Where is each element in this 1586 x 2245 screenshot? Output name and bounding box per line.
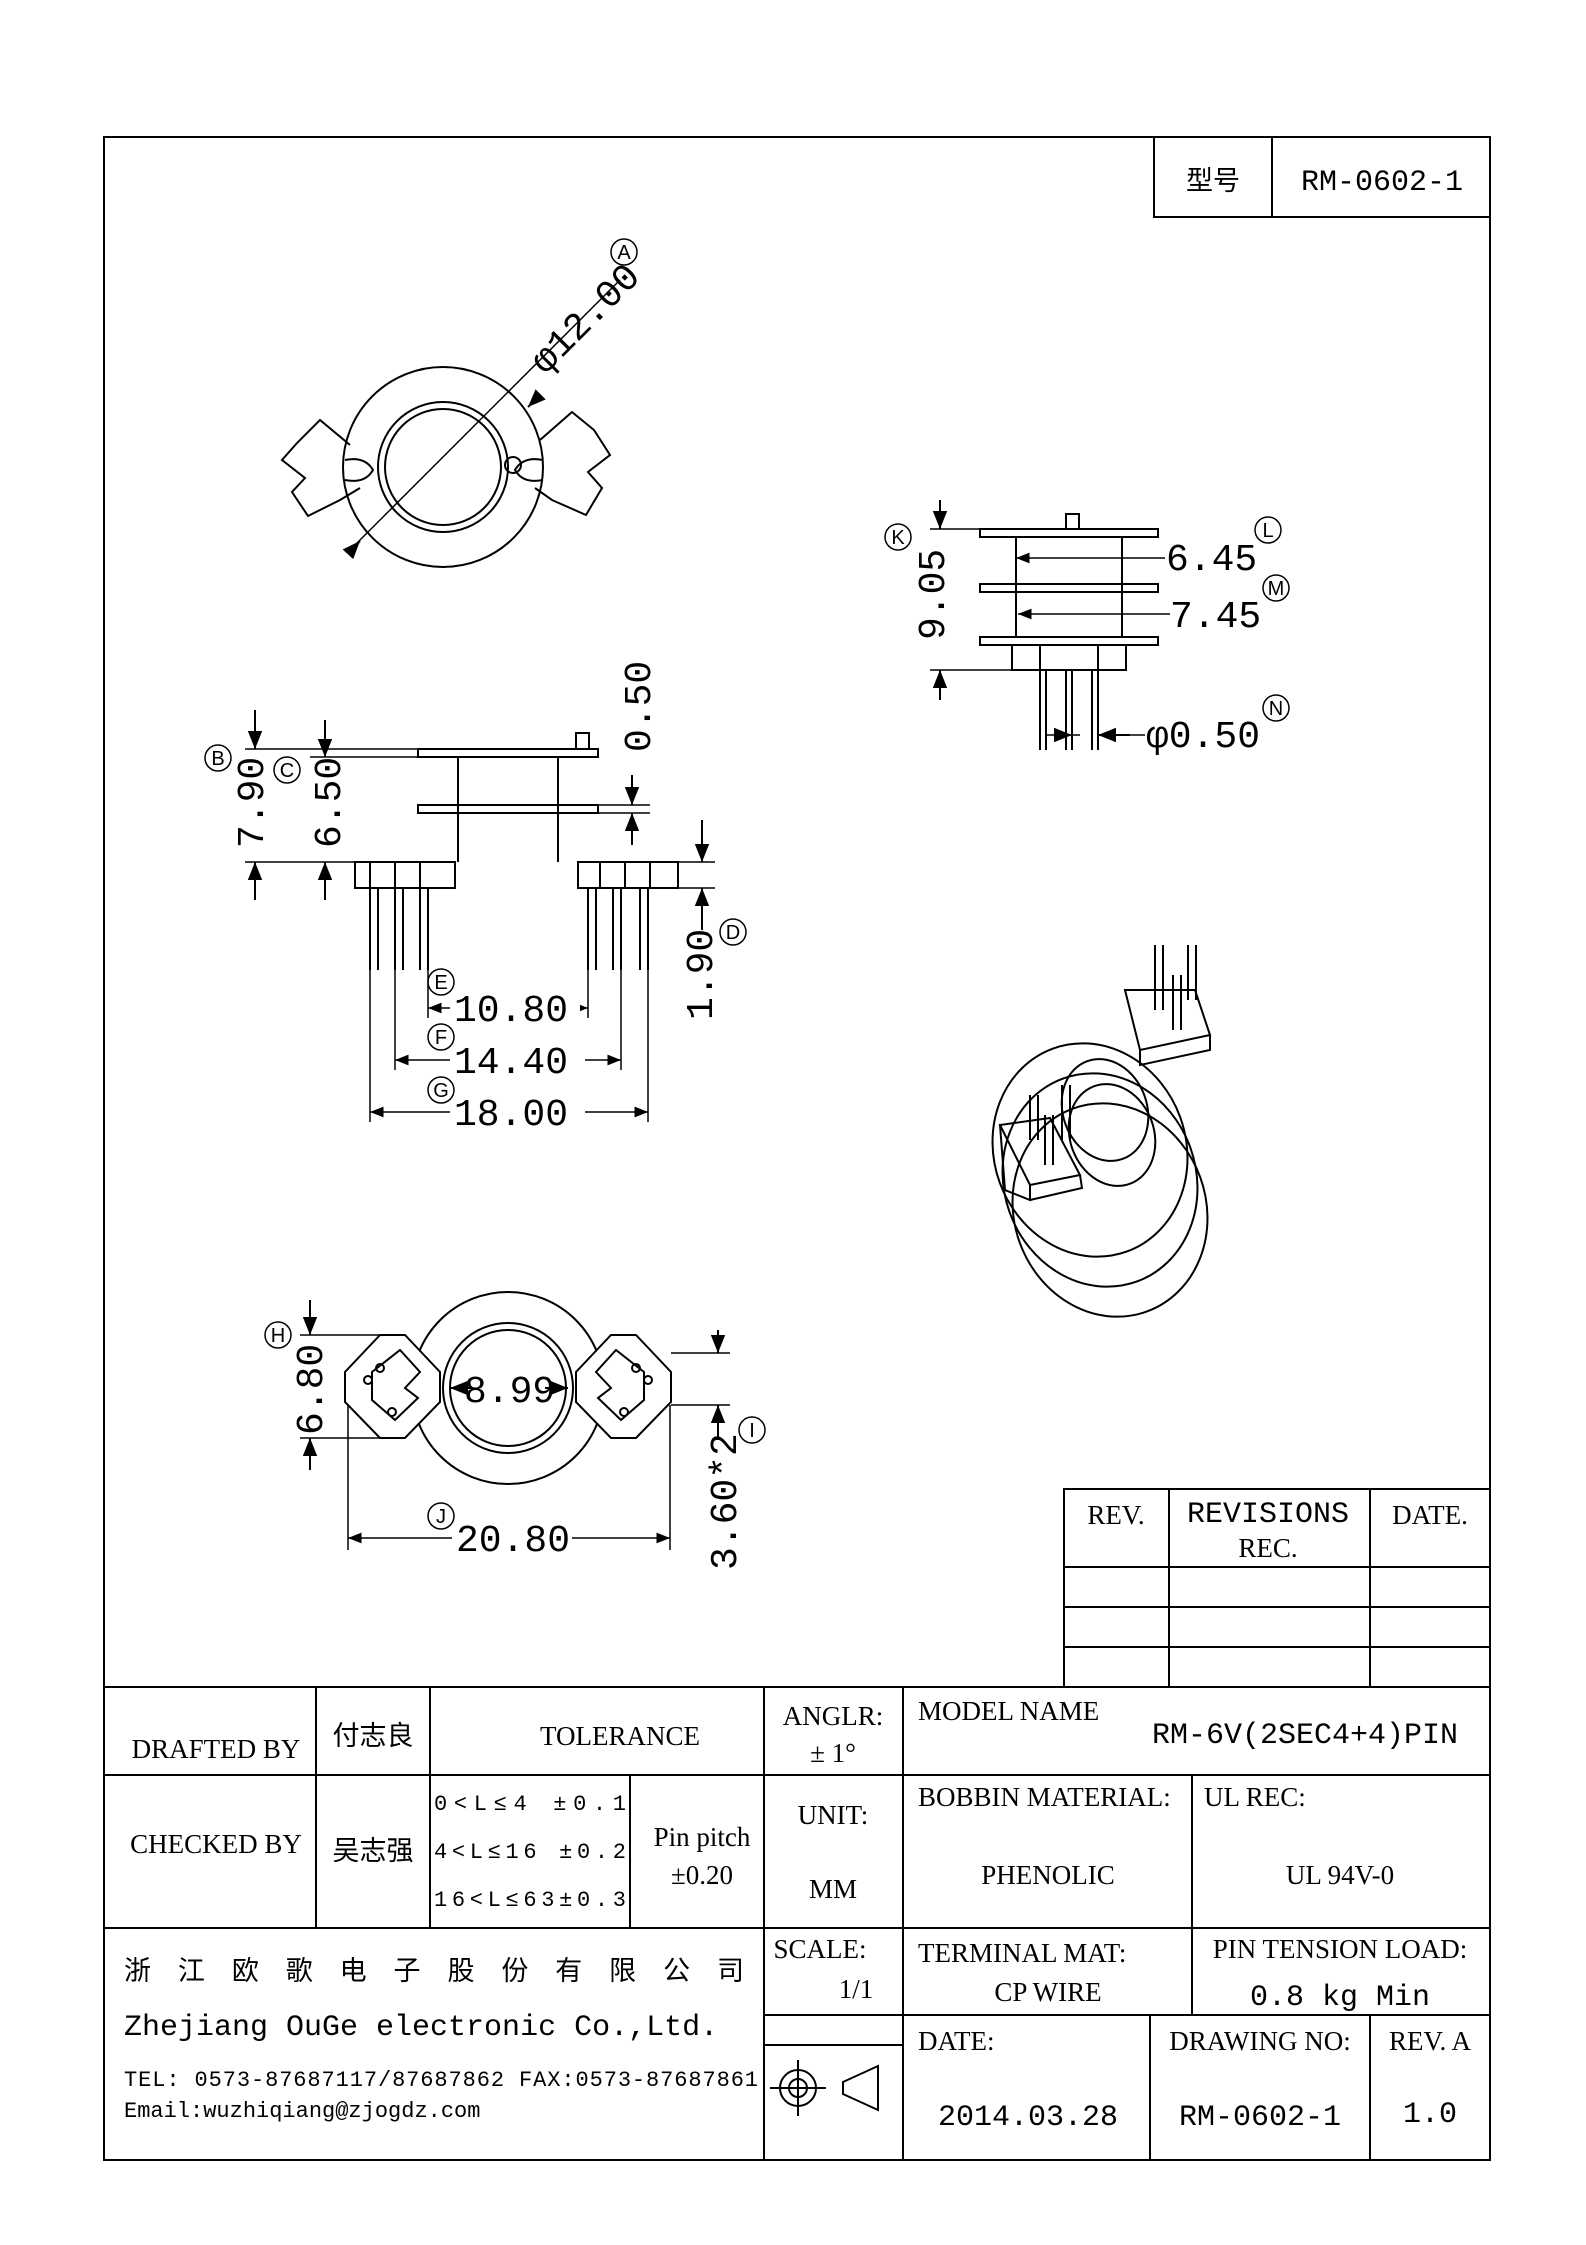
dim-top-diameter: φ12.00 <box>523 256 650 383</box>
drawing-frame <box>103 136 1491 2161</box>
svg-text:D: D <box>726 922 740 944</box>
dim-bottom-inner: 8.99 <box>464 1371 555 1414</box>
svg-text:L: L <box>1262 520 1273 542</box>
checked-by-name: 吴志强 <box>333 1836 414 1867</box>
callout-g: G <box>427 1076 455 1104</box>
scale-value: 1/1 <box>839 1974 874 2004</box>
dim-bottom-i: 3.60*2 <box>705 1433 748 1570</box>
rec-header: REC. <box>1238 1533 1297 1563</box>
tolerance-row-2: 4<L≤16 ±0.2 <box>434 1840 626 1865</box>
svg-text:B: B <box>211 748 224 770</box>
callout-j: J <box>427 1502 455 1530</box>
dim-front-d: 1.90 <box>681 929 724 1020</box>
date-label: DATE: <box>918 2026 995 2056</box>
dim-front-050: 0.50 <box>619 661 662 752</box>
projection-symbol-icon <box>764 2044 903 2116</box>
callout-l: L <box>1254 516 1282 544</box>
tolerance-row-1: 0<L≤4 ±0.1 <box>434 1792 626 1817</box>
side-view <box>930 500 1170 750</box>
company-email: Email:wuzhiqiang@zjogdz.com <box>124 2099 480 2124</box>
company-name-en: Zhejiang OuGe electronic Co.,Ltd. <box>124 2011 718 2045</box>
rev-header: REV. <box>1087 1500 1144 1530</box>
revisions-header: REVISIONS <box>1187 1498 1349 1532</box>
bobbin-material-value: PHENOLIC <box>981 1860 1115 1890</box>
rev-a-value: 1.0 <box>1403 2098 1457 2132</box>
callout-h: H <box>264 1321 292 1349</box>
ul-rec-value: UL 94V-0 <box>1286 1860 1394 1890</box>
dim-front-c: 6.50 <box>309 757 352 848</box>
svg-text:F: F <box>435 1027 447 1049</box>
checked-by-label: CHECKED BY <box>130 1829 302 1859</box>
company-tel-fax: TEL: 0573-87687117/87687862 FAX:0573-876… <box>124 2068 758 2093</box>
tolerance-label: TOLERANCE <box>540 1721 700 1751</box>
dim-side-m: 7.45 <box>1170 596 1261 639</box>
dim-bottom-h: 6.80 <box>291 1344 334 1435</box>
drafted-by-label: DRAFTED BY <box>132 1734 301 1764</box>
isometric-view <box>991 945 1212 1318</box>
model-label: 型号 <box>1186 166 1240 197</box>
svg-text:E: E <box>434 972 447 994</box>
dim-side-n: φ0.50 <box>1146 716 1260 759</box>
unit-value: MM <box>809 1874 857 1904</box>
pin-pitch-label: Pin pitch <box>654 1822 751 1852</box>
callout-f: F <box>427 1023 455 1051</box>
date-value: 2014.03.28 <box>938 2101 1118 2135</box>
pin-tension-value: 0.8 kg Min <box>1250 1981 1430 2015</box>
anglr-value: ± 1° <box>810 1738 856 1768</box>
callout-d: D <box>719 918 747 946</box>
rev-a-label: REV. A <box>1389 2026 1472 2056</box>
svg-text:H: H <box>271 1325 285 1347</box>
dim-side-l: 6.45 <box>1166 539 1257 582</box>
svg-text:G: G <box>433 1080 449 1102</box>
terminal-mat-label: TERMINAL MAT: <box>918 1938 1126 1968</box>
svg-text:K: K <box>891 527 905 549</box>
model-value: RM-0602-1 <box>1301 166 1463 200</box>
callout-e: E <box>427 968 455 996</box>
callout-k: K <box>884 523 912 551</box>
dim-bottom-j: 20.80 <box>456 1520 570 1563</box>
dim-side-k: 9.05 <box>913 549 956 640</box>
drawing-no-label: DRAWING NO: <box>1169 2026 1351 2056</box>
model-name-value: RM-6V(2SEC4+4)PIN <box>1152 1719 1458 1753</box>
model-name-label: MODEL NAME <box>918 1696 1099 1726</box>
svg-text:J: J <box>436 1506 446 1528</box>
drawing-no-value: RM-0602-1 <box>1179 2101 1341 2135</box>
callout-c: C <box>273 756 301 784</box>
callout-i: I <box>738 1416 766 1444</box>
svg-text:C: C <box>280 760 294 782</box>
title-block-grid <box>104 1686 1490 2160</box>
callout-a: A <box>610 238 638 266</box>
unit-label: UNIT: <box>798 1800 869 1830</box>
terminal-mat-value: CP WIRE <box>994 1977 1101 2007</box>
drafted-by-name: 付志良 <box>333 1721 414 1752</box>
date-header: DATE. <box>1392 1500 1468 1530</box>
callout-b: B <box>204 744 232 772</box>
bobbin-material-label: BOBBIN MATERIAL: <box>918 1782 1171 1812</box>
pin-tension-label: PIN TENSION LOAD: <box>1213 1934 1468 1964</box>
svg-text:A: A <box>617 242 631 264</box>
bottom-view <box>300 1291 730 1550</box>
company-name-cn: 浙 江 欧 歌 电 子 股 份 有 限 公 司 <box>124 1956 744 1987</box>
svg-text:N: N <box>1269 698 1283 720</box>
dim-front-b: 7.90 <box>232 757 275 848</box>
model-header: 型号 RM-0602-1 <box>1153 136 1491 218</box>
callout-m: M <box>1262 574 1290 602</box>
dim-front-e: 10.80 <box>454 990 568 1033</box>
top-view <box>280 279 621 568</box>
svg-text:M: M <box>1268 578 1285 600</box>
tolerance-row-3: 16<L≤63±0.3 <box>434 1888 626 1913</box>
svg-text:I: I <box>749 1420 755 1442</box>
scale-label: SCALE: <box>773 1934 866 1964</box>
dim-front-g: 18.00 <box>454 1094 568 1137</box>
anglr-label: ANGLR: <box>783 1701 884 1731</box>
callout-n: N <box>1262 694 1290 722</box>
ul-rec-label: UL REC: <box>1204 1782 1306 1812</box>
pin-pitch-value: ±0.20 <box>671 1860 733 1890</box>
dim-front-f: 14.40 <box>454 1042 568 1085</box>
